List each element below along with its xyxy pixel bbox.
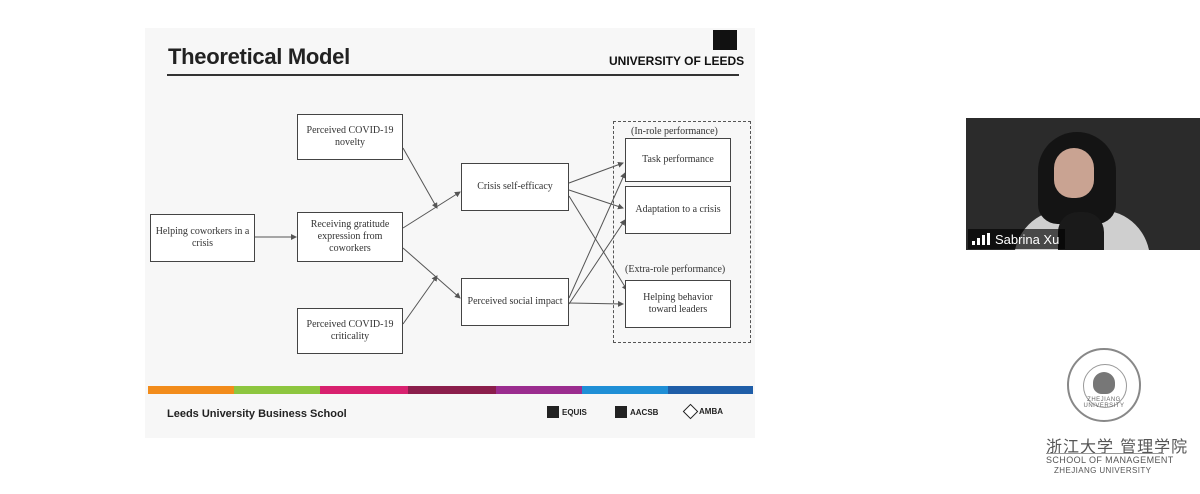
box-perceived-social-impact: Perceived social impact: [461, 278, 569, 326]
seal-emblem-icon: [1093, 372, 1115, 394]
extra-role-label: (Extra-role performance): [625, 264, 726, 275]
box-helping-coworkers: Helping coworkers in a crisis: [150, 214, 255, 262]
arrow-efficacy-adaptation: [568, 189, 624, 210]
participant-video-tile[interactable]: Sabrina Xu: [966, 118, 1200, 250]
color-stripe-3: [320, 386, 408, 394]
box-task-performance: Task performance: [625, 138, 731, 182]
participant-name-tag: Sabrina Xu: [968, 229, 1066, 249]
color-stripe-6: [582, 386, 668, 394]
color-stripe-1: [148, 386, 234, 394]
signal-strength-icon: [972, 233, 990, 245]
box-covid-criticality: Perceived COVID-19 criticality: [297, 308, 403, 354]
accreditation-aacsb: AACSB: [615, 406, 658, 418]
university-tower-icon: [713, 30, 737, 50]
arrow-efficacy-task: [568, 161, 624, 184]
arrow-impact-task: [568, 172, 626, 299]
zju-university-name: ZHEJIANG UNIVERSITY: [1054, 466, 1152, 475]
arrow-novelty-efficacy: [402, 147, 438, 209]
participant-face: [1054, 148, 1094, 198]
accreditation-amba: AMBA: [682, 403, 723, 420]
color-stripe-5: [496, 386, 582, 394]
color-stripe-2: [234, 386, 320, 394]
performance-group: [613, 121, 751, 343]
aacsb-icon: [615, 406, 627, 418]
amba-icon: [682, 403, 699, 420]
box-gratitude-expression: Receiving gratitude expression from cowo…: [297, 212, 403, 262]
title-divider: [167, 74, 739, 76]
arrow-gratitude-impact: [402, 247, 461, 299]
zju-seal-logo: ZHEJIANG UNIVERSITY: [1067, 348, 1141, 422]
color-stripe-4: [408, 386, 496, 394]
box-covid-novelty: Perceived COVID-19 novelty: [297, 114, 403, 160]
diagram-arrows: [255, 147, 628, 325]
accreditation-equis: EQUIS: [547, 406, 587, 418]
seal-inner-ring: [1083, 364, 1127, 408]
box-helping-leaders: Helping behavior toward leaders: [625, 280, 731, 328]
arrow-impact-adaptation: [568, 219, 626, 305]
participant-name: Sabrina Xu: [995, 231, 1060, 247]
arrow-efficacy-helping: [568, 195, 628, 291]
equis-icon: [547, 406, 559, 418]
color-stripe-7: [668, 386, 753, 394]
zju-chinese-name: 浙江大学 管理学院: [1046, 437, 1189, 456]
university-logo: UNIVERSITY OF LEEDS: [609, 54, 745, 68]
participant-shirt: [1058, 212, 1104, 250]
box-adaptation-crisis: Adaptation to a crisis: [625, 186, 731, 234]
presentation-slide: Theoretical Model UNIVERSITY OF LEEDS He…: [145, 28, 755, 438]
slide-title: Theoretical Model: [168, 44, 350, 69]
zju-divider: [1046, 453, 1164, 454]
arrow-gratitude-efficacy: [402, 191, 461, 229]
in-role-label: (In-role performance): [631, 126, 718, 137]
box-crisis-self-efficacy: Crisis self-efficacy: [461, 163, 569, 211]
footer-school-name: Leeds University Business School: [167, 408, 347, 420]
arrow-impact-helping: [568, 300, 624, 307]
arrow-criticality-impact: [402, 275, 438, 325]
zju-school-name: SCHOOL OF MANAGEMENT: [1046, 455, 1174, 465]
seal-text: ZHEJIANG UNIVERSITY: [1083, 397, 1125, 409]
